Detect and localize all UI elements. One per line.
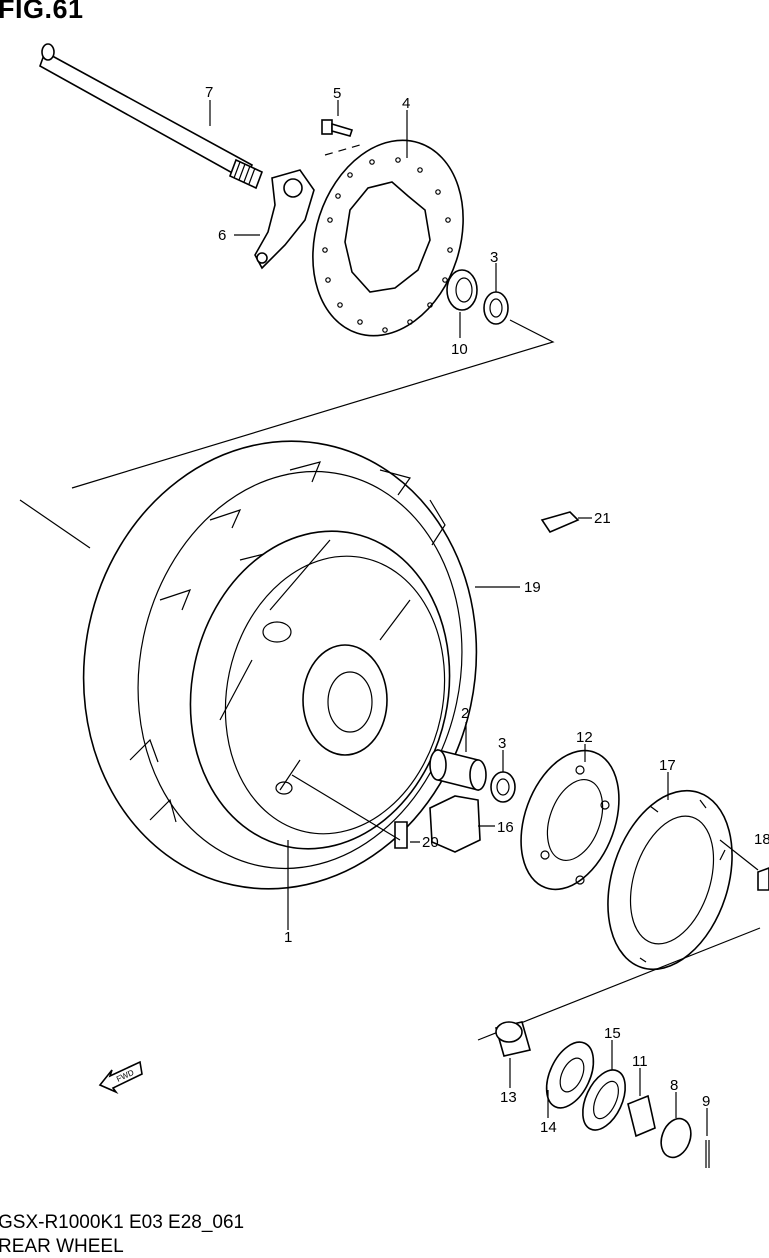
bolt-part[interactable] <box>321 119 354 137</box>
caliper-bracket-part[interactable] <box>254 169 315 270</box>
forward-direction-arrow: FWD <box>98 1060 143 1094</box>
bearing-drum-part[interactable] <box>537 1035 603 1115</box>
callout-13: 13 <box>500 1089 517 1106</box>
callout-5: 5 <box>333 85 341 102</box>
callout-15: 15 <box>604 1025 621 1042</box>
callout-labels: 1 2 3 3 4 5 6 7 8 9 10 11 12 13 14 15 16… <box>205 84 769 1136</box>
callout-18: 18 <box>754 831 769 848</box>
callout-14: 14 <box>540 1119 557 1136</box>
figure-title: FIG.61 <box>0 0 84 24</box>
callout-10: 10 <box>451 341 468 358</box>
diagram-name-caption: REAR WHEEL <box>0 1236 124 1257</box>
callout-6: 6 <box>218 227 226 244</box>
sprocket-mounting-drum-part[interactable] <box>503 737 637 903</box>
axle-nut-part[interactable] <box>656 1114 696 1161</box>
callout-2: 2 <box>461 705 469 722</box>
valve-part[interactable] <box>394 821 408 849</box>
disc-holes <box>322 157 453 333</box>
collar-lower-part[interactable] <box>494 1021 532 1057</box>
callout-16: 16 <box>497 819 514 836</box>
oil-seal-part[interactable] <box>574 1063 634 1136</box>
cotter-pin-part[interactable] <box>705 1140 710 1168</box>
callout-12: 12 <box>576 729 593 746</box>
callout-3b: 3 <box>498 735 506 752</box>
callout-11: 11 <box>632 1053 648 1070</box>
sprocket-part[interactable] <box>586 775 753 986</box>
callout-4: 4 <box>402 95 410 112</box>
axle-part[interactable] <box>39 43 264 190</box>
collar-part[interactable] <box>446 269 478 311</box>
spacer-part[interactable] <box>429 748 487 792</box>
callout-8: 8 <box>670 1077 678 1094</box>
callout-19: 19 <box>524 579 541 596</box>
sleeve-part[interactable] <box>627 1094 656 1138</box>
model-code-caption: GSX-R1000K1 E03 E28_061 <box>0 1212 245 1233</box>
callout-21: 21 <box>594 510 611 527</box>
bearing-upper-part[interactable] <box>483 291 509 325</box>
wheel-rim-part[interactable] <box>162 507 479 873</box>
nut-part[interactable] <box>757 867 769 891</box>
cushion-part[interactable] <box>429 795 481 853</box>
bearing-lower-part[interactable] <box>490 771 516 803</box>
callout-20: 20 <box>422 834 439 851</box>
callout-1: 1 <box>284 929 292 946</box>
callout-7: 7 <box>205 84 213 101</box>
callout-3a: 3 <box>490 249 498 266</box>
callout-9: 9 <box>702 1093 710 1110</box>
balancer-part[interactable] <box>540 511 580 533</box>
callout-17: 17 <box>659 757 676 774</box>
brake-disc-part[interactable] <box>289 121 488 356</box>
